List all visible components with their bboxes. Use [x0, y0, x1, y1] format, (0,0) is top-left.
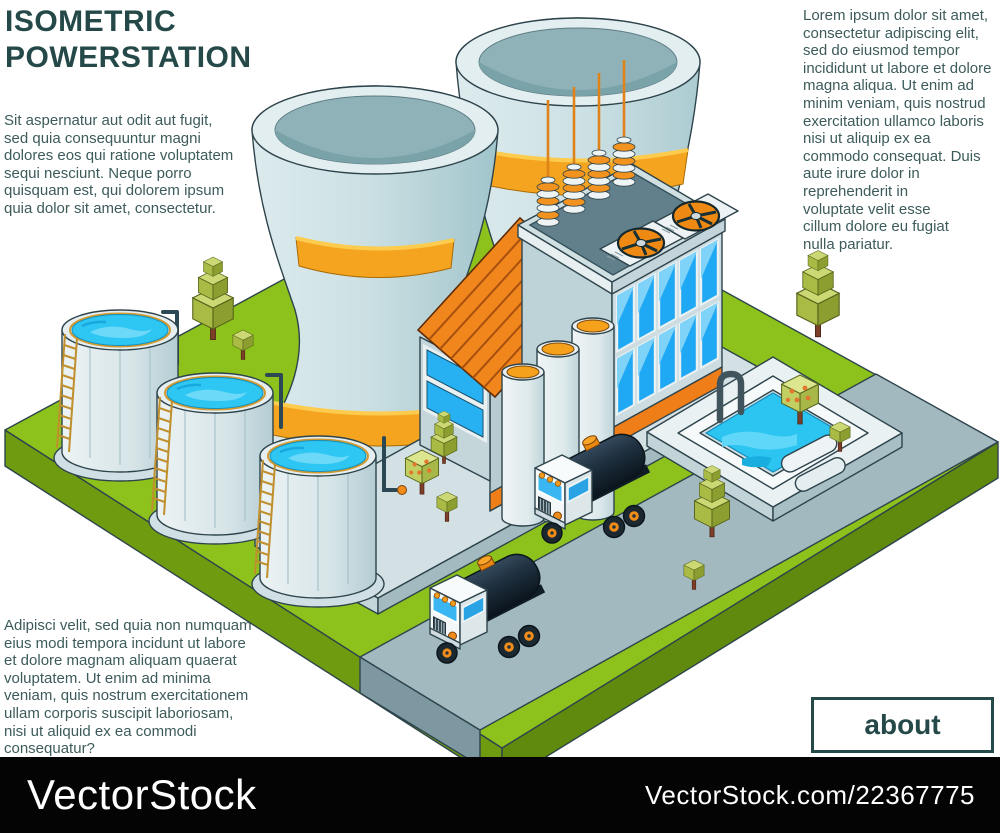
watermark-brand: VectorStock: [27, 771, 257, 818]
watermark-bar: VectorStock VectorStock.com/22367775: [0, 757, 1000, 833]
paragraph-top-left: Sit aspernatur aut odit aut fugit, sed q…: [4, 112, 234, 217]
white-pipes: [780, 434, 846, 492]
water-tank-3: [250, 434, 386, 609]
paragraph-top-right: Lorem ipsum dolor sit amet, consectetur …: [803, 7, 992, 253]
watermark-url: VectorStock.com/22367775: [645, 779, 975, 810]
page-title: ISOMETRIC POWERSTATION: [5, 5, 252, 74]
window-grid: [615, 237, 720, 417]
about-button[interactable]: about: [811, 697, 994, 753]
pipe-valve: [397, 485, 407, 495]
pool-faucet: [716, 370, 745, 424]
paragraph-bottom-left: Adipisci velit, sed quia non numquam eiu…: [4, 617, 252, 758]
